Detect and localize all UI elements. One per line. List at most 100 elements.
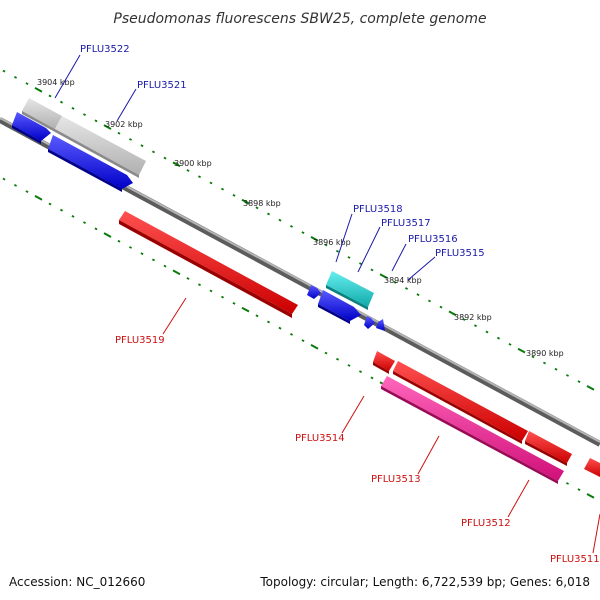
gene-label-PFLU3519[interactable]: PFLU3519: [115, 335, 165, 346]
gene-PFLU3515[interactable]: [376, 319, 385, 331]
major-tick: [379, 273, 388, 279]
page-title: Pseudomonas fluorescens SBW25, complete …: [113, 11, 486, 27]
minor-tick: [71, 107, 75, 110]
gene-PFLU3521-cds[interactable]: [48, 135, 133, 192]
minor-tick: [473, 324, 478, 328]
leader-PFLU3511: [592, 513, 600, 554]
minor-tick: [347, 256, 351, 259]
scale-label: 3898 kbp: [243, 199, 281, 208]
major-tick: [172, 161, 181, 168]
minor-tick: [508, 343, 512, 346]
gene-PFLU3514[interactable]: [373, 351, 395, 374]
minor-tick: [163, 156, 167, 160]
minor-tick: [59, 208, 64, 212]
minor-tick: [140, 252, 144, 256]
minor-tick: [82, 113, 87, 117]
minor-tick: [278, 326, 282, 330]
minor-tick: [347, 364, 351, 367]
minor-tick: [289, 333, 294, 336]
minor-tick: [278, 218, 282, 222]
minor-tick: [197, 175, 202, 179]
major-tick: [241, 198, 250, 205]
major-tick: [103, 232, 112, 238]
minor-tick: [485, 330, 489, 334]
gene-label-PFLU3513[interactable]: PFLU3513: [371, 474, 421, 485]
accession-text: Accession: NC_012660: [9, 575, 145, 589]
minor-tick: [128, 246, 133, 249]
gene-PFLU3522[interactable]: [22, 98, 62, 132]
minor-tick: [577, 488, 581, 492]
gene-PFLU3518[interactable]: [326, 271, 374, 310]
minor-tick: [370, 376, 374, 380]
leader-PFLU3516: [391, 243, 407, 272]
gene-label-PFLU3517[interactable]: PFLU3517: [381, 218, 431, 229]
gene-label-PFLU3514[interactable]: PFLU3514: [295, 433, 345, 444]
minor-tick: [163, 264, 167, 268]
gene-label-PFLU3522[interactable]: PFLU3522: [80, 44, 130, 55]
gene-PFLU3511[interactable]: [584, 458, 600, 477]
minor-tick: [151, 258, 156, 262]
major-tick: [103, 124, 112, 130]
minor-tick: [335, 249, 340, 253]
minor-tick: [255, 206, 259, 210]
minor-tick: [255, 314, 259, 318]
minor-tick: [531, 355, 535, 359]
minor-tick: [25, 190, 29, 193]
minor-tick: [427, 299, 432, 303]
minor-tick: [301, 339, 305, 342]
minor-tick: [209, 181, 213, 185]
minor-tick: [462, 318, 466, 321]
minor-tick: [358, 370, 363, 374]
gene-label-PFLU3518[interactable]: PFLU3518: [353, 204, 403, 215]
gene-PFLU3522-cds[interactable]: [12, 112, 51, 144]
minor-tick: [186, 169, 190, 172]
gene-label-PFLU3521[interactable]: PFLU3521: [137, 80, 187, 91]
minor-tick: [404, 287, 409, 290]
minor-tick: [496, 336, 501, 340]
minor-tick: [324, 351, 328, 355]
gene-label-PFLU3516[interactable]: PFLU3516: [408, 234, 458, 245]
gene-PFLU3511-segment[interactable]: [525, 431, 572, 466]
minor-tick: [220, 295, 225, 299]
minor-tick: [117, 239, 121, 243]
gene-labels: PFLU3522 PFLU3521 PFLU3518 PFLU3517 PFLU…: [80, 44, 600, 565]
minor-tick: [439, 305, 443, 309]
gene-PFLU3521[interactable]: [55, 116, 146, 178]
minor-tick: [266, 212, 271, 216]
major-tick: [586, 385, 595, 391]
leader-PFLU3515: [407, 256, 436, 281]
minor-tick: [94, 227, 98, 231]
minor-tick: [2, 69, 6, 73]
minor-tick: [565, 374, 570, 377]
minor-tick: [186, 277, 190, 280]
minor-tick: [393, 280, 397, 284]
minor-tick: [82, 221, 87, 225]
minor-tick: [2, 177, 6, 181]
minor-tick: [117, 131, 121, 135]
gene-PFLU3517[interactable]: [307, 285, 361, 324]
gene-PFLU3512[interactable]: [393, 361, 528, 444]
leader-PFLU3513: [417, 435, 440, 475]
gene-label-PFLU3512[interactable]: PFLU3512: [461, 518, 511, 529]
minor-tick: [565, 482, 570, 485]
minor-tick: [128, 138, 133, 141]
gene-PFLU3516[interactable]: [364, 316, 375, 329]
scale-label: 3896 kbp: [313, 238, 351, 247]
leader-PFLU3518: [335, 213, 353, 263]
gene-PFLU3519[interactable]: [119, 211, 298, 318]
minor-tick: [232, 193, 236, 197]
scale-label: 3902 kbp: [105, 120, 143, 129]
minor-tick: [416, 293, 420, 297]
minor-tick: [232, 301, 236, 305]
genome-summary-text: Topology: circular; Length: 6,722,539 bp…: [259, 575, 590, 589]
minor-tick: [542, 361, 547, 365]
scale-label: 3892 kbp: [454, 313, 492, 322]
minor-tick: [94, 119, 98, 123]
gene-PFLU3513[interactable]: [381, 376, 564, 484]
leader-PFLU3521: [116, 88, 137, 122]
major-tick: [34, 87, 43, 93]
gene-label-PFLU3511[interactable]: PFLU3511: [550, 554, 600, 565]
gene-label-PFLU3515[interactable]: PFLU3515: [435, 248, 485, 259]
leader-PFLU3514: [341, 395, 365, 434]
